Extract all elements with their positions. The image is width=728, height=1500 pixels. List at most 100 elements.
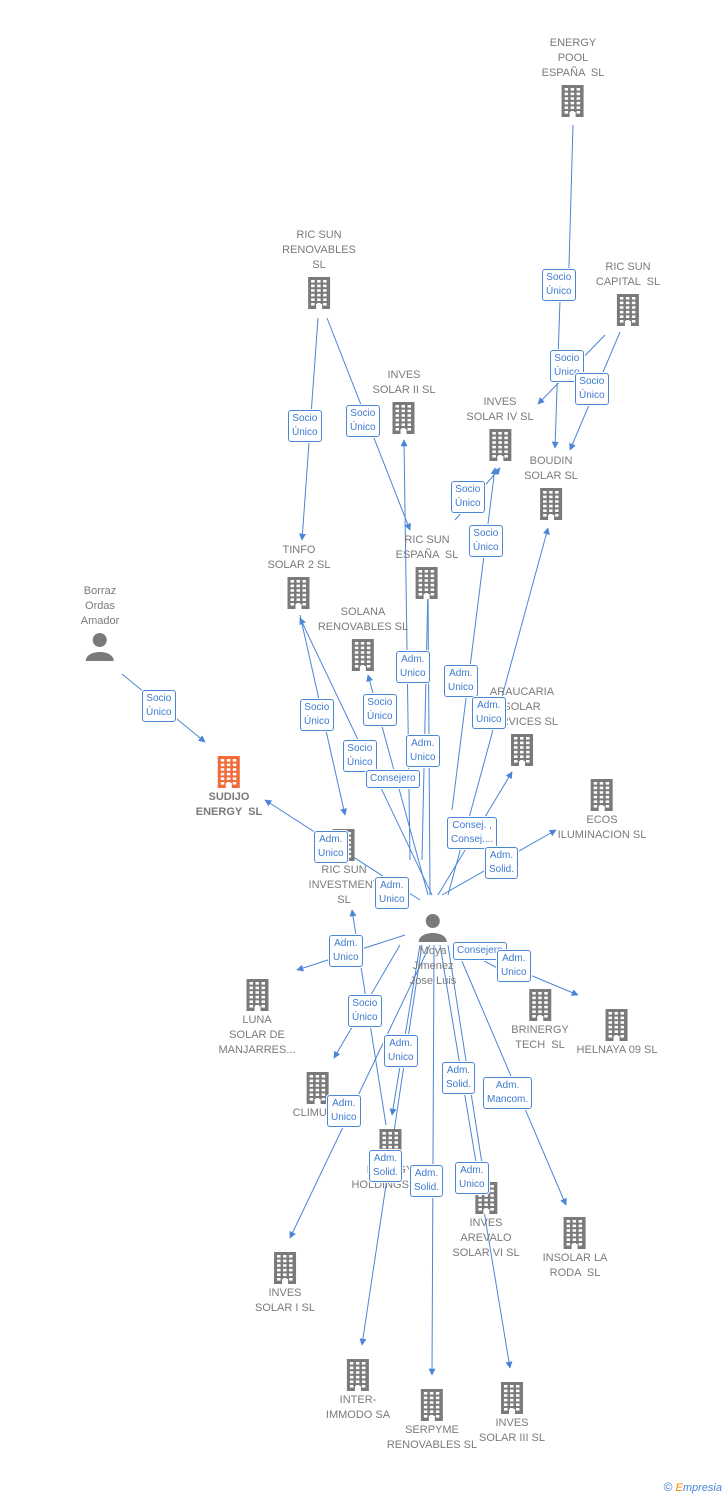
edge-label[interactable]: Adm. Solid. bbox=[369, 1150, 403, 1182]
building-icon bbox=[501, 1382, 523, 1414]
edge-label[interactable]: Adm. Unico bbox=[329, 935, 363, 967]
edge-label[interactable]: Adm. Unico bbox=[444, 665, 478, 697]
edge-label[interactable]: Socio Único bbox=[346, 405, 380, 437]
company-node-inves-solar-i[interactable]: INVES SOLAR I SL bbox=[255, 1248, 315, 1316]
building-icon bbox=[421, 1389, 443, 1421]
edge-label[interactable]: Adm. Unico bbox=[455, 1162, 489, 1194]
edge-label[interactable]: Adm. Unico bbox=[384, 1035, 418, 1067]
node-label: LUNA SOLAR DE MANJARRES... bbox=[218, 1014, 296, 1056]
company-node-ecos[interactable]: ECOS ILUMINACION SL bbox=[558, 775, 646, 843]
edge-label[interactable]: Socio Único bbox=[363, 694, 397, 726]
edge-label[interactable]: Socio Único bbox=[575, 373, 609, 405]
copyright-symbol: © bbox=[663, 1480, 673, 1494]
company-node-inves-solar-ii[interactable]: INVES SOLAR II SL bbox=[372, 368, 436, 436]
node-label: RIC SUN CAPITAL SL bbox=[595, 261, 661, 288]
company-node-solana-renovables[interactable]: SOLANA RENOVABLES SL bbox=[318, 605, 408, 673]
building-icon bbox=[352, 639, 374, 671]
empresia-logo: Empresia bbox=[675, 1482, 722, 1494]
company-node-energy-pool[interactable]: ENERGY POOL ESPAÑA SL bbox=[541, 36, 605, 119]
node-label: INVES AREVALO SOLAR VI SL bbox=[452, 1217, 520, 1259]
node-label: INTER- IMMODO SA bbox=[325, 1394, 391, 1421]
person-icon bbox=[418, 914, 447, 942]
company-node-brinergy[interactable]: BRINERGY TECH SL bbox=[511, 985, 569, 1053]
edge-label[interactable]: Socio Único bbox=[469, 525, 503, 557]
company-node-ric-sun-capital[interactable]: RIC SUN CAPITAL SL bbox=[596, 260, 660, 328]
node-label: INVES SOLAR IV SL bbox=[466, 396, 534, 423]
edge-label[interactable]: Adm. Unico bbox=[314, 831, 348, 863]
node-label: RIC SUN RENOVABLES SL bbox=[282, 229, 356, 271]
node-label: SOLANA RENOVABLES SL bbox=[317, 606, 409, 633]
person-node-borraz[interactable]: Borraz Ordas Amador bbox=[80, 584, 120, 663]
node-label: BRINERGY TECH SL bbox=[511, 1024, 569, 1051]
company-node-ric-sun-renovables[interactable]: RIC SUN RENOVABLES SL bbox=[282, 228, 356, 311]
node-label: SUDIJO ENERGY SL bbox=[195, 791, 263, 818]
edge-line bbox=[439, 944, 513, 1369]
building-icon bbox=[306, 1072, 329, 1104]
node-label: SERPYME RENOVABLES SL bbox=[386, 1424, 478, 1451]
edge-label[interactable]: Adm. Solid. bbox=[485, 847, 519, 879]
edge-label[interactable]: Adm. Solid. bbox=[410, 1165, 444, 1197]
edge-line bbox=[400, 439, 411, 861]
company-node-boudin-solar[interactable]: BOUDIN SOLAR SL bbox=[524, 454, 578, 522]
company-node-serpyme[interactable]: SERPYME RENOVABLES SL bbox=[387, 1385, 477, 1453]
building-icon bbox=[510, 734, 533, 766]
node-label: BOUDIN SOLAR SL bbox=[524, 455, 578, 482]
node-label: ENERGY POOL ESPAÑA SL bbox=[541, 37, 605, 79]
edge-line bbox=[454, 944, 567, 1206]
company-node-inves-solar-iv[interactable]: INVES SOLAR IV SL bbox=[466, 395, 534, 463]
edge-label[interactable]: Adm. Unico bbox=[472, 697, 506, 729]
company-node-ric-sun-espana[interactable]: RIC SUN ESPAÑA SL bbox=[395, 533, 459, 601]
edge-label[interactable]: Adm. Mancom. bbox=[483, 1077, 533, 1109]
building-icon bbox=[392, 402, 415, 434]
node-label: INVES SOLAR II SL bbox=[372, 369, 436, 396]
company-node-luna-solar[interactable]: LUNA SOLAR DE MANJARRES... bbox=[218, 975, 296, 1058]
building-icon bbox=[540, 488, 562, 520]
building-icon bbox=[564, 1217, 586, 1249]
company-node-sudijo[interactable]: SUDIJO ENERGY SL bbox=[196, 752, 262, 820]
edge-label[interactable]: Socio Único bbox=[300, 699, 334, 731]
edge-label[interactable]: Socio Único bbox=[542, 269, 576, 301]
edge-label[interactable]: Socio Único bbox=[451, 481, 485, 513]
edge-label[interactable]: Adm. Unico bbox=[406, 735, 440, 767]
company-node-insolar-la-roda[interactable]: INSOLAR LA RODA SL bbox=[542, 1213, 608, 1281]
edge-line bbox=[421, 584, 432, 861]
edge-line bbox=[428, 944, 436, 1376]
company-node-helnaya[interactable]: HELNAYA 09 SL bbox=[576, 1005, 658, 1058]
person-node-moya[interactable]: Moya Jimenez Jose Luis bbox=[410, 910, 456, 989]
building-icon bbox=[590, 779, 613, 811]
edge-label[interactable]: Socio Único bbox=[142, 690, 176, 722]
edge-label[interactable]: Consejero bbox=[366, 770, 420, 788]
edge-line bbox=[289, 944, 431, 1239]
node-label: HELNAYA 09 SL bbox=[576, 1044, 658, 1056]
company-node-inter-immodo[interactable]: INTER- IMMODO SA bbox=[326, 1355, 390, 1423]
building-icon bbox=[245, 979, 268, 1011]
node-label: Borraz Ordas Amador bbox=[80, 585, 120, 627]
building-icon bbox=[529, 989, 551, 1021]
node-label: TINFO SOLAR 2 SL bbox=[267, 544, 331, 571]
person-icon bbox=[86, 633, 114, 661]
edge-label[interactable]: Adm. Unico bbox=[375, 877, 409, 909]
building-icon bbox=[488, 429, 511, 461]
node-label: Moya Jimenez Jose Luis bbox=[409, 945, 457, 987]
building-icon bbox=[287, 577, 310, 609]
footer-brand: © Empresia bbox=[664, 1480, 722, 1494]
company-node-inves-solar-iii[interactable]: INVES SOLAR III SL bbox=[479, 1378, 545, 1446]
edge-label[interactable]: Socio Único bbox=[343, 740, 377, 772]
edge-label[interactable]: Consej. , Consej.... bbox=[447, 817, 498, 849]
edge-label[interactable]: Adm. Unico bbox=[396, 651, 430, 683]
building-icon bbox=[616, 294, 639, 326]
edge-label[interactable]: Socio Único bbox=[348, 995, 382, 1027]
edge-label[interactable]: Adm. Unico bbox=[327, 1095, 361, 1127]
node-label: INSOLAR LA RODA SL bbox=[542, 1252, 608, 1279]
building-icon bbox=[273, 1252, 296, 1284]
edge-label[interactable]: Adm. Solid. bbox=[442, 1062, 476, 1094]
node-label: RIC SUN ESPAÑA SL bbox=[395, 534, 459, 561]
edge-line bbox=[447, 944, 486, 1171]
edge-label[interactable]: Socio Único bbox=[288, 410, 322, 442]
company-node-tinfo-solar-2[interactable]: TINFO SOLAR 2 SL bbox=[267, 543, 331, 611]
edge-label[interactable]: Adm. Unico bbox=[497, 950, 531, 982]
node-label: RIC SUN INVESTMENT SL bbox=[308, 864, 380, 906]
building-icon bbox=[308, 277, 330, 309]
node-label: INVES SOLAR III SL bbox=[478, 1417, 546, 1444]
building-icon bbox=[562, 85, 584, 117]
